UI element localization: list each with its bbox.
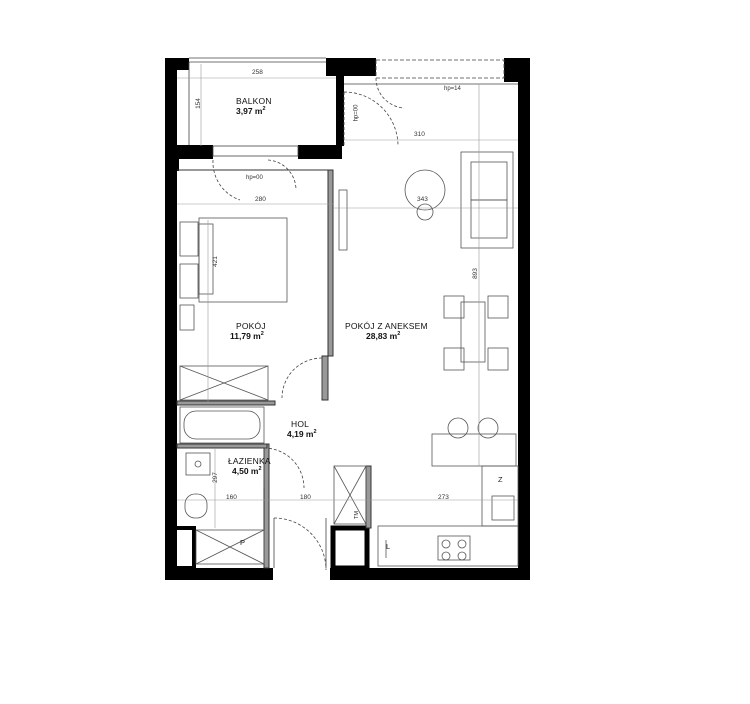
tv-unit	[338, 189, 348, 251]
hp-balcony-door: hp=00	[353, 104, 360, 122]
stool-1	[447, 417, 469, 439]
pillar-bottom-mid	[330, 525, 370, 571]
door-bedroom-balcony	[267, 159, 297, 191]
doors	[212, 77, 405, 571]
door-balcony	[343, 91, 399, 147]
door-entry	[273, 517, 327, 571]
room-area-balkon: 3,97 m2	[236, 106, 266, 116]
dim-bottom-3: 273	[438, 494, 449, 501]
walls	[165, 58, 530, 580]
toilet	[184, 493, 208, 519]
door-balcony-right	[375, 77, 405, 109]
chair-3	[443, 347, 465, 371]
coffee-table	[404, 169, 446, 211]
partition-bedroom-living	[327, 169, 334, 357]
room-area-hol-exp: 2	[313, 429, 317, 435]
room-name-lazienka: ŁAZIENKA	[228, 456, 271, 466]
dim-bedroom-width: 280	[255, 196, 266, 203]
dim-living-depth: 893	[471, 268, 479, 279]
chair-1	[443, 295, 465, 319]
dim-bottom-2: 180	[300, 494, 311, 501]
dim-balkon-width: 258	[252, 69, 263, 76]
wardrobe-bedroom	[179, 365, 269, 401]
dim-bedroom-depth: 421	[211, 256, 219, 267]
dining-table	[460, 301, 486, 363]
kitchen-counter-side	[481, 465, 519, 527]
hp-bedroom: hp=00	[246, 175, 263, 181]
dishwasher-symbol: Z	[498, 475, 503, 484]
dimension-guides	[177, 64, 518, 528]
partition-bath-top	[176, 400, 276, 406]
room-area-hol-value: 4,19 m	[287, 429, 314, 439]
wall-right	[518, 58, 530, 580]
living-furniture	[338, 151, 519, 567]
nightstand-top	[179, 221, 199, 257]
washer	[195, 529, 265, 565]
door-bath	[263, 447, 305, 489]
desk	[179, 304, 195, 331]
fridge-symbol: L	[386, 542, 391, 551]
chair-2	[487, 295, 509, 319]
room-name-hol: HOL	[291, 419, 310, 429]
sink	[185, 452, 211, 476]
wall-top-left-balcony	[165, 58, 189, 70]
wall-top-balcony-pillar	[326, 58, 376, 76]
room-name-pokoj-z-aneksem: POKÓJ Z ANEKSEM	[345, 321, 428, 331]
hall-wardrobe	[333, 465, 367, 525]
dim-table-width: 343	[417, 196, 428, 203]
wall-left	[165, 58, 177, 580]
partition-entry-right	[365, 465, 372, 529]
washer-symbol: P	[240, 538, 246, 547]
kitchen-counter	[377, 525, 519, 567]
wardrobe-symbol: TM	[353, 511, 360, 519]
chair-4	[487, 347, 509, 371]
bedroom-furniture	[179, 217, 288, 401]
room-name-pokoj: POKÓJ	[236, 321, 266, 331]
dim-balkon-depth: 154	[194, 98, 202, 109]
room-name-balkon: BALKON	[236, 96, 272, 106]
pillar-bottom-left-a	[170, 526, 196, 570]
room-area-hol: 4,19 m2	[287, 429, 317, 439]
partitions	[176, 169, 372, 569]
bathroom-fixtures	[179, 406, 265, 565]
room-area-lazienka: 4,50 m2	[232, 466, 262, 476]
bathtub	[179, 406, 265, 444]
room-area-lazienka-value: 4,50 m	[232, 466, 259, 476]
partition-bath-mid	[176, 443, 268, 449]
dim-bath-depth: 297	[211, 472, 219, 483]
door-hall	[281, 357, 323, 399]
room-area-balkon-value: 3,97 m	[236, 106, 263, 116]
wall-bottom-left	[165, 568, 273, 580]
kitchen-sink	[491, 495, 515, 521]
partition-bedroom-living-lower	[321, 355, 329, 401]
nightstand-bottom	[179, 263, 199, 299]
room-area-pokoj-exp: 2	[260, 331, 264, 337]
room-area-pokoj: 11,79 m2	[230, 331, 264, 341]
room-area-pokoj-z-aneksem-exp: 2	[397, 331, 401, 337]
room-area-pokoj-z-aneksem-value: 28,83 m	[366, 331, 398, 341]
sofa	[460, 151, 514, 249]
pillar-top-left	[165, 145, 179, 171]
stool-2	[477, 417, 499, 439]
wall-balcony-right	[336, 76, 344, 146]
dim-bottom-1: 160	[226, 494, 237, 501]
door-bedroom	[212, 159, 241, 201]
dim-living-width: 310	[414, 131, 425, 138]
room-area-pokoj-z-aneksem: 28,83 m2	[366, 331, 400, 341]
room-area-pokoj-value: 11,79 m	[230, 331, 261, 341]
kitchen-island	[431, 433, 517, 467]
balcony-railing	[188, 57, 518, 157]
hp-balcony-window: hp=14	[444, 86, 461, 92]
wall-bottom-right	[330, 568, 530, 580]
room-area-lazienka-exp: 2	[258, 466, 262, 472]
wall-balcony-bottom-right	[298, 145, 342, 159]
bed-pillow	[198, 223, 214, 295]
cooktop	[437, 535, 471, 561]
room-area-balkon-exp: 2	[262, 106, 266, 112]
